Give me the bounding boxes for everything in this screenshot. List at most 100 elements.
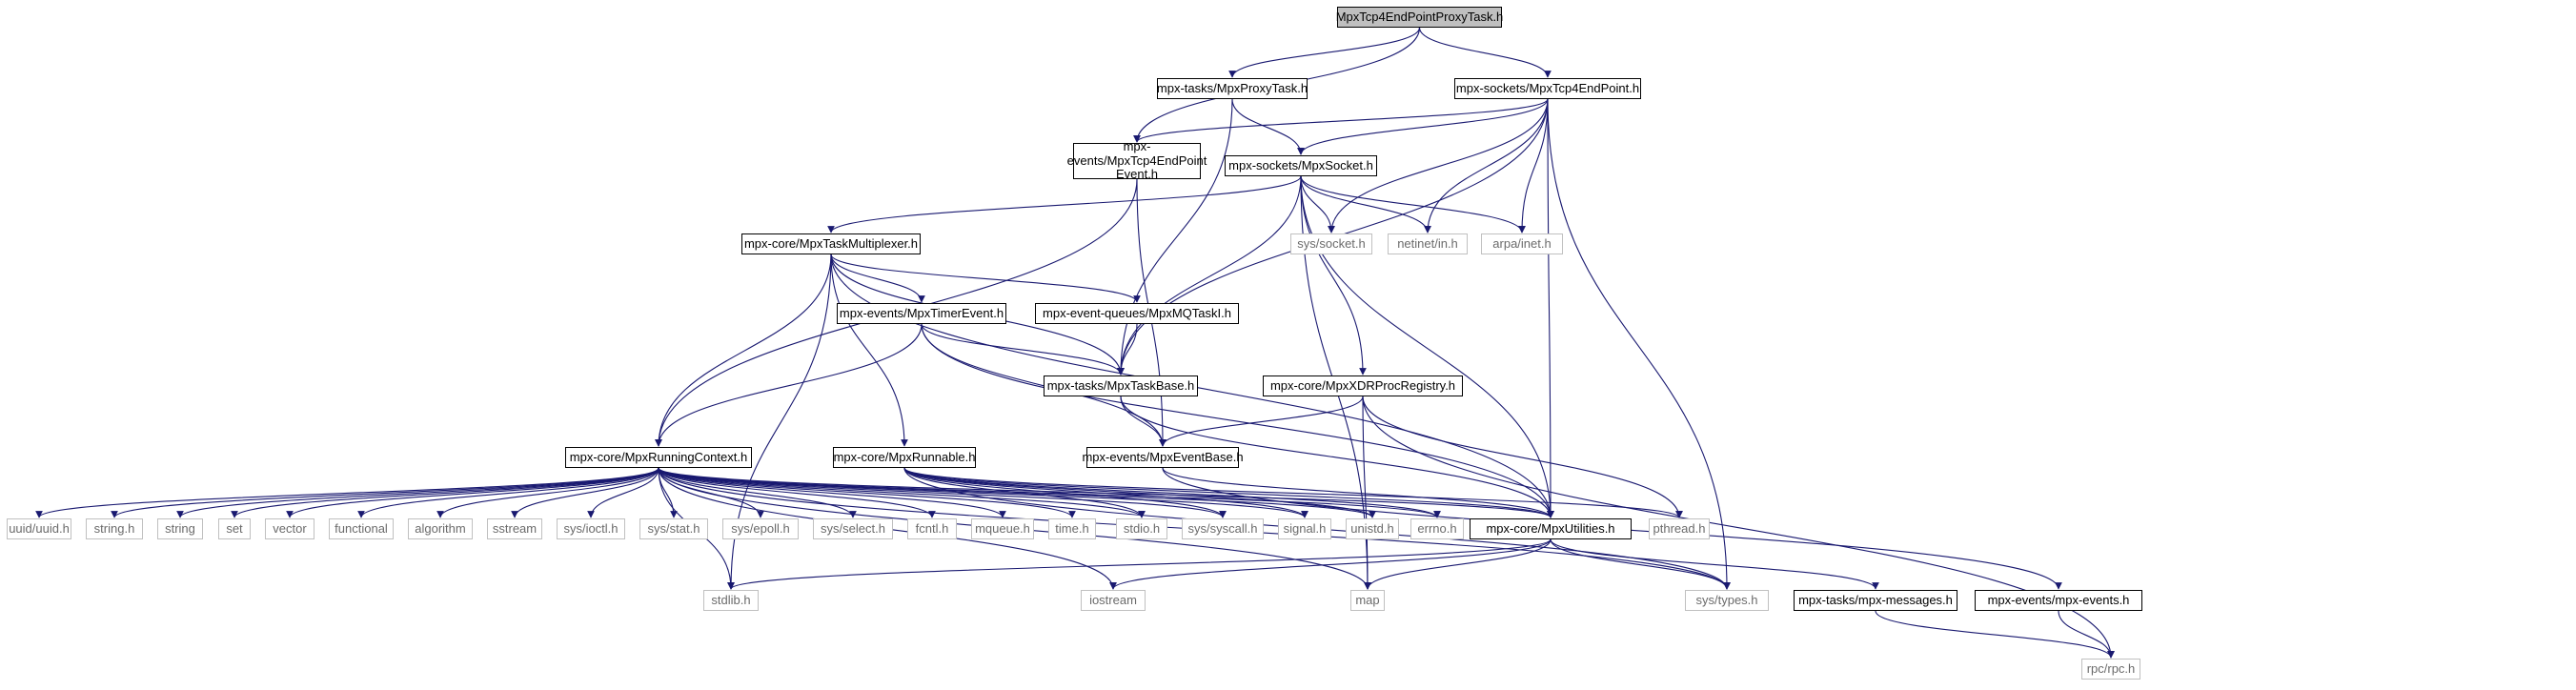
node-root-label: MpxTcp4EndPointProxyTask.h <box>1335 10 1504 25</box>
node-sys-types[interactable]: sys/types.h <box>1685 590 1769 611</box>
edge-timer-event-to-task-base <box>921 323 1125 375</box>
edge-mpx-events-to-rpc <box>2058 610 2115 659</box>
node-uuid[interactable]: uuid/uuid.h <box>7 518 71 539</box>
edge-task-multiplexer-to-running-context <box>655 254 832 447</box>
node-timer-event[interactable]: mpx-events/MpxTimerEvent.h <box>837 303 1006 324</box>
node-signal-label: signal.h <box>1283 521 1327 537</box>
edge-mpx-socket-to-task-base <box>1117 175 1302 375</box>
node-xdr-registry[interactable]: mpx-core/MpxXDRProcRegistry.h <box>1263 375 1463 396</box>
node-tcp4-endpoint-event-line1: mpx-events/MpxTcp4EndPoint <box>1066 138 1207 168</box>
edge-running-context-to-string <box>176 467 659 518</box>
node-string-label: string <box>165 521 195 537</box>
node-set-label: set <box>226 521 243 537</box>
edge-running-context-to-algorithm <box>436 467 659 518</box>
node-pthread-label: pthread.h <box>1653 521 1706 537</box>
node-proxy-task-label: mpx-tasks/MpxProxyTask.h <box>1156 81 1308 96</box>
node-sys-select[interactable]: sys/select.h <box>813 518 893 539</box>
node-running-context[interactable]: mpx-core/MpxRunningContext.h <box>565 447 752 468</box>
edge-tcp4-endpoint-to-tcp4-endpoint-event <box>1133 98 1549 143</box>
node-tcp4-endpoint-event[interactable]: mpx-events/MpxTcp4EndPoint Event.h <box>1067 139 1207 182</box>
edge-tcp4-endpoint-to-mpx-socket <box>1297 98 1549 155</box>
node-xdr-registry-label: mpx-core/MpxXDRProcRegistry.h <box>1269 378 1456 394</box>
node-proxy-task[interactable]: mpx-tasks/MpxProxyTask.h <box>1157 78 1308 99</box>
node-map[interactable]: map <box>1350 590 1385 611</box>
node-stdlib[interactable]: stdlib.h <box>703 590 759 611</box>
edge-xdr-registry-to-event-base <box>1159 396 1364 447</box>
edge-running-context-to-errno <box>658 467 1441 518</box>
node-sys-socket[interactable]: sys/socket.h <box>1290 233 1372 254</box>
node-algorithm[interactable]: algorithm <box>408 518 473 539</box>
edge-mpx-socket-to-sys-socket <box>1300 175 1335 233</box>
node-mpx-messages[interactable]: mpx-tasks/mpx-messages.h <box>1794 590 1957 611</box>
node-sys-epoll[interactable]: sys/epoll.h <box>722 518 799 539</box>
node-iostream[interactable]: iostream <box>1081 590 1146 611</box>
node-tcp4-endpoint[interactable]: mpx-sockets/MpxTcp4EndPoint.h <box>1454 78 1641 99</box>
node-mqueue[interactable]: mqueue.h <box>971 518 1034 539</box>
node-errno[interactable]: errno.h <box>1410 518 1464 539</box>
node-root[interactable]: MpxTcp4EndPointProxyTask.h <box>1335 7 1504 28</box>
node-set[interactable]: set <box>218 518 251 539</box>
edge-utilities-to-map <box>1364 538 1552 590</box>
node-unistd[interactable]: unistd.h <box>1346 518 1399 539</box>
node-time[interactable]: time.h <box>1048 518 1096 539</box>
node-event-base[interactable]: mpx-events/MpxEventBase.h <box>1082 447 1244 468</box>
node-runnable[interactable]: mpx-core/MpxRunnable.h <box>833 447 976 468</box>
edge-root-to-tcp4-endpoint <box>1418 27 1552 78</box>
node-algorithm-label: algorithm <box>415 521 466 537</box>
node-running-context-label: mpx-core/MpxRunningContext.h <box>569 450 748 465</box>
edge-xdr-registry-to-pthread <box>1362 396 1683 518</box>
edge-running-context-to-mqueue <box>658 467 1006 518</box>
edge-tcp4-endpoint-to-netinet-in <box>1424 98 1549 233</box>
edge-runnable-to-signal <box>903 467 1308 518</box>
node-task-multiplexer[interactable]: mpx-core/MpxTaskMultiplexer.h <box>741 233 921 254</box>
edge-utilities-to-sys-types <box>1550 538 1731 590</box>
edge-running-context-to-fcntl <box>658 467 936 518</box>
node-errno-label: errno.h <box>1417 521 1457 537</box>
node-mq-taskl[interactable]: mpx-event-queues/MpxMQTaskI.h <box>1035 303 1239 324</box>
node-rpc[interactable]: rpc/rpc.h <box>2081 659 2140 680</box>
edge-mpx-socket-to-arpa-inet <box>1300 175 1526 233</box>
edge-running-context-to-sys-ioctl <box>587 467 659 518</box>
node-utilities[interactable]: mpx-core/MpxUtilities.h <box>1470 518 1632 539</box>
node-mpx-events[interactable]: mpx-events/mpx-events.h <box>1975 590 2142 611</box>
node-sys-select-label: sys/select.h <box>821 521 885 537</box>
node-mpx-messages-label: mpx-tasks/mpx-messages.h <box>1798 593 1953 608</box>
node-timer-event-label: mpx-events/MpxTimerEvent.h <box>839 306 1004 321</box>
node-task-base[interactable]: mpx-tasks/MpxTaskBase.h <box>1044 375 1198 396</box>
edge-running-context-to-sys-syscall <box>658 467 1227 518</box>
node-sstream[interactable]: sstream <box>487 518 542 539</box>
node-sys-ioctl[interactable]: sys/ioctl.h <box>557 518 625 539</box>
edge-task-multiplexer-to-runnable <box>830 254 908 447</box>
node-unistd-label: unistd.h <box>1350 521 1394 537</box>
node-map-label: map <box>1355 593 1380 608</box>
node-vector[interactable]: vector <box>265 518 314 539</box>
edge-running-context-to-sys-select <box>658 467 857 518</box>
node-mpx-socket[interactable]: mpx-sockets/MpxSocket.h <box>1225 155 1377 176</box>
node-stdio[interactable]: stdio.h <box>1116 518 1167 539</box>
node-fcntl[interactable]: fcntl.h <box>907 518 957 539</box>
node-task-base-label: mpx-tasks/MpxTaskBase.h <box>1046 378 1195 394</box>
node-task-multiplexer-label: mpx-core/MpxTaskMultiplexer.h <box>743 236 919 252</box>
node-utilities-label: mpx-core/MpxUtilities.h <box>1486 521 1615 537</box>
edge-runnable-to-sys-syscall <box>903 467 1227 518</box>
node-functional[interactable]: functional <box>329 518 394 539</box>
node-pthread[interactable]: pthread.h <box>1649 518 1710 539</box>
node-string-h[interactable]: string.h <box>86 518 143 539</box>
node-arpa-inet[interactable]: arpa/inet.h <box>1481 233 1563 254</box>
node-rpc-label: rpc/rpc.h <box>2086 661 2136 677</box>
node-sys-syscall[interactable]: sys/syscall.h <box>1182 518 1264 539</box>
node-mqueue-label: mqueue.h <box>975 521 1030 537</box>
node-string[interactable]: string <box>157 518 203 539</box>
node-tcp4-endpoint-label: mpx-sockets/MpxTcp4EndPoint.h <box>1455 81 1640 96</box>
edge-running-context-to-uuid <box>35 467 659 518</box>
node-sys-stat[interactable]: sys/stat.h <box>639 518 708 539</box>
node-stdio-label: stdio.h <box>1123 521 1161 537</box>
node-runnable-label: mpx-core/MpxRunnable.h <box>833 450 976 465</box>
edge-task-multiplexer-to-mq-taskl <box>830 254 1141 303</box>
edge-running-context-to-vector <box>286 467 659 518</box>
node-netinet-in[interactable]: netinet/in.h <box>1388 233 1468 254</box>
node-sys-syscall-label: sys/syscall.h <box>1187 521 1258 537</box>
node-signal[interactable]: signal.h <box>1278 518 1331 539</box>
